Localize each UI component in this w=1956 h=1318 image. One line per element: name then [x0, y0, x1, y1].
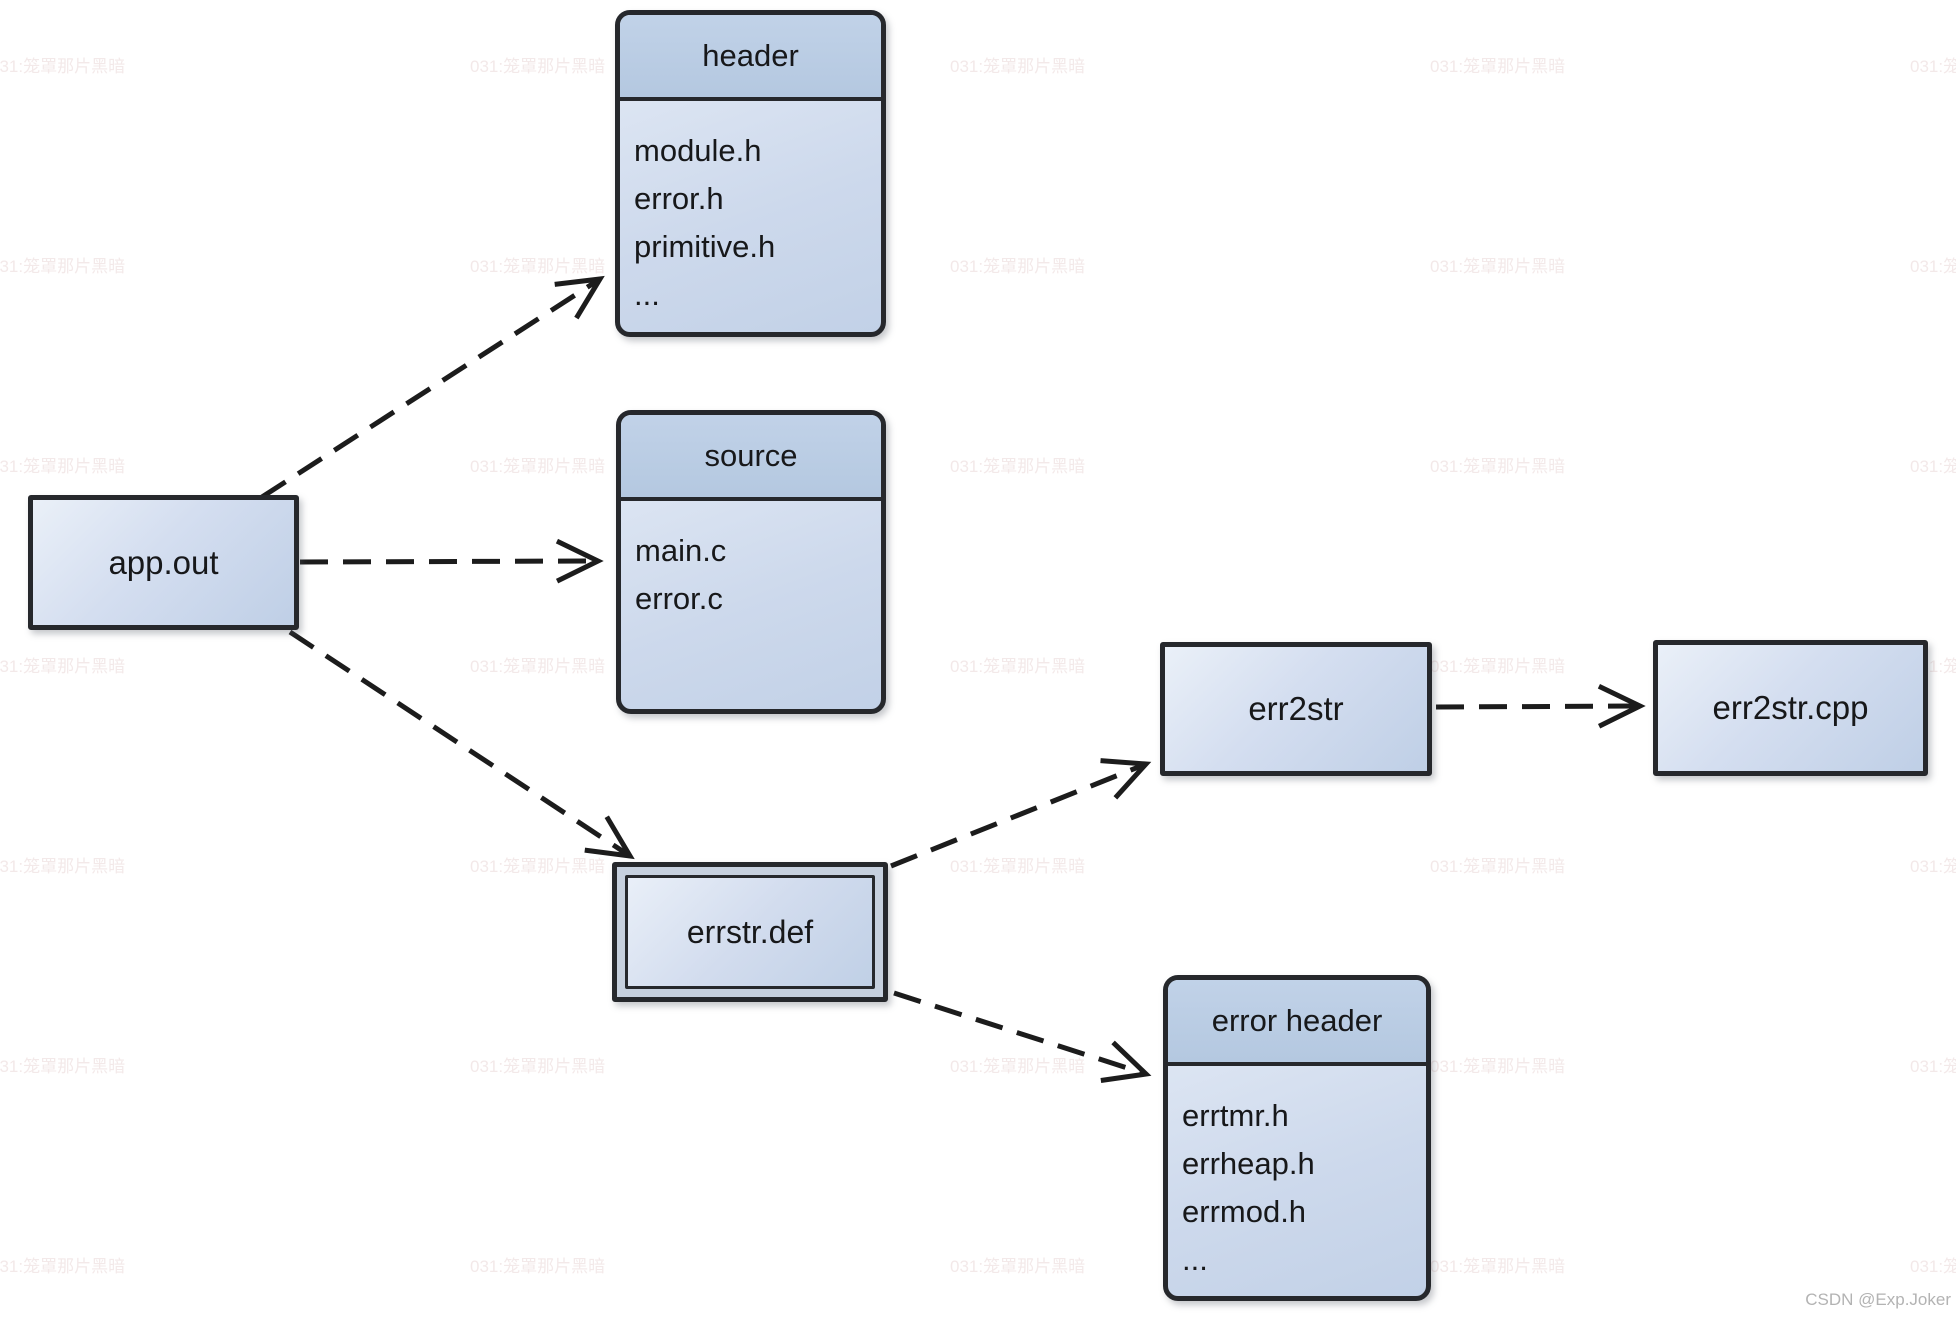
node-header-body: module.h error.h primitive.h ... [620, 101, 881, 319]
edge-err2str-err2strcpp [1435, 683, 1646, 729]
csdn-credit-watermark: CSDN @Exp.Joker [1805, 1290, 1951, 1309]
edge-appout-header [260, 275, 605, 500]
file-item: errheap.h [1182, 1146, 1315, 1181]
file-item: errmod.h [1182, 1194, 1307, 1229]
edge-errstrdef-errorheader [893, 990, 1152, 1083]
file-item: ... [1182, 1242, 1208, 1277]
file-item: main.c [635, 533, 727, 568]
node-header-group: header module.h error.h primitive.h ... [615, 10, 886, 337]
node-err2str-cpp: err2str.cpp [1653, 640, 1928, 776]
node-errstr-def-label: errstr.def [686, 913, 814, 950]
edge-appout-source [299, 538, 604, 584]
file-item: error.h [634, 181, 724, 216]
node-error-header-title: error header [1168, 980, 1426, 1066]
file-item: error.c [635, 581, 723, 616]
node-error-header-body: errtmr.h errheap.h errmod.h ... [1168, 1066, 1426, 1284]
node-errstr-def: errstr.def [612, 862, 888, 1002]
node-source-body: main.c error.c [621, 501, 881, 623]
node-app-out: app.out [28, 495, 299, 630]
node-errstr-def-inner: errstr.def [625, 875, 875, 989]
file-item: errtmr.h [1182, 1098, 1289, 1133]
node-error-header-group: error header errtmr.h errheap.h errmod.h… [1163, 975, 1431, 1301]
file-item: module.h [634, 133, 762, 168]
file-item: ... [634, 277, 660, 312]
node-err2str-label: err2str [1248, 690, 1344, 727]
node-source-title: source [621, 415, 881, 501]
node-source-group: source main.c error.c [616, 410, 886, 714]
node-header-title: header [620, 15, 881, 101]
node-app-out-label: app.out [108, 543, 219, 581]
file-item: primitive.h [634, 229, 776, 264]
edge-appout-errstrdef [288, 629, 635, 860]
node-err2str: err2str [1160, 642, 1432, 776]
node-err2str-cpp-label: err2str.cpp [1712, 689, 1869, 726]
edge-errstrdef-err2str [890, 758, 1152, 869]
